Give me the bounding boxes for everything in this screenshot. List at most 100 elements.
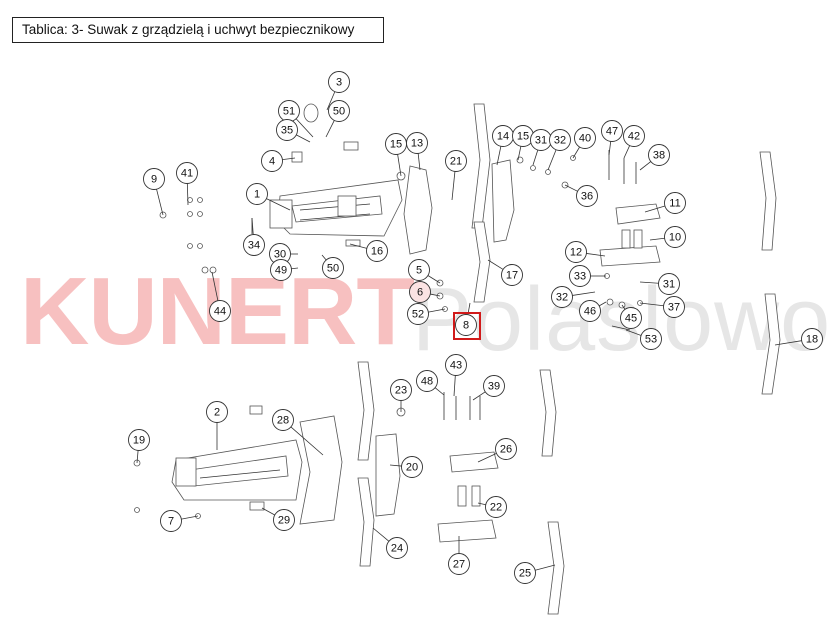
upper-frame xyxy=(269,179,403,237)
leader-line xyxy=(623,145,631,159)
callout-22[interactable]: 22 xyxy=(485,496,507,518)
callout-16[interactable]: 16 xyxy=(366,240,388,262)
highlighted-part-frame xyxy=(453,312,481,340)
callout-43[interactable]: 43 xyxy=(445,354,467,376)
callout-number: 42 xyxy=(628,131,640,143)
callout-34[interactable]: 34 xyxy=(243,234,265,256)
callout-26[interactable]: 26 xyxy=(495,438,517,460)
callout-52[interactable]: 52 xyxy=(407,303,429,325)
callout-circle xyxy=(206,401,228,423)
callout-38[interactable]: 38 xyxy=(648,144,670,166)
table-title: Tablica: 3- Suwak z grządzielą i uchwyt … xyxy=(12,17,384,43)
callout-25[interactable]: 25 xyxy=(514,562,536,584)
callout-4[interactable]: 4 xyxy=(261,150,283,172)
callout-20[interactable]: 20 xyxy=(401,456,423,478)
leader-line xyxy=(251,217,254,235)
callout-19[interactable]: 19 xyxy=(128,429,150,451)
callout-13[interactable]: 13 xyxy=(406,132,428,154)
leader-line xyxy=(598,301,607,307)
callout-circle xyxy=(390,379,412,401)
callout-15[interactable]: 15 xyxy=(385,133,407,155)
callout-51[interactable]: 51 xyxy=(278,100,300,122)
callout-36[interactable]: 36 xyxy=(576,185,598,207)
callout-3[interactable]: 3 xyxy=(328,71,350,93)
callout-41[interactable]: 41 xyxy=(176,162,198,184)
callout-5[interactable]: 5 xyxy=(408,259,430,281)
callout-27[interactable]: 27 xyxy=(448,553,470,575)
callout-number: 35 xyxy=(281,125,293,137)
beam-25a xyxy=(539,369,557,457)
callout-10[interactable]: 10 xyxy=(664,226,686,248)
callout-number: 45 xyxy=(625,313,637,325)
callout-37[interactable]: 37 xyxy=(663,296,685,318)
callout-23[interactable]: 23 xyxy=(390,379,412,401)
callout-53[interactable]: 53 xyxy=(640,328,662,350)
callout-circle xyxy=(549,129,571,151)
callout-1[interactable]: 1 xyxy=(246,183,268,205)
callout-42[interactable]: 42 xyxy=(623,125,645,147)
callout-32[interactable]: 32 xyxy=(551,286,573,308)
callout-31[interactable]: 31 xyxy=(658,273,680,295)
callout-12[interactable]: 12 xyxy=(565,241,587,263)
callout-circle xyxy=(648,144,670,166)
leader-line xyxy=(639,302,664,307)
callout-number: 20 xyxy=(406,462,418,474)
leader-line xyxy=(136,450,139,464)
callout-number: 8 xyxy=(463,320,469,332)
leader-line xyxy=(211,271,219,301)
callout-31[interactable]: 31 xyxy=(530,129,552,151)
callout-circle xyxy=(366,240,388,262)
callout-6[interactable]: 6 xyxy=(409,281,431,303)
callout-number: 1 xyxy=(254,189,260,201)
leader-line xyxy=(644,205,666,213)
callout-number: 40 xyxy=(579,133,591,145)
callout-circle xyxy=(551,286,573,308)
callout-circle xyxy=(601,120,623,142)
callout-32[interactable]: 32 xyxy=(549,129,571,151)
callout-28[interactable]: 28 xyxy=(272,409,294,431)
callout-number: 2 xyxy=(214,407,220,419)
callout-35[interactable]: 35 xyxy=(276,119,298,141)
callout-17[interactable]: 17 xyxy=(501,264,523,286)
leader-line xyxy=(290,426,324,456)
callout-46[interactable]: 46 xyxy=(579,300,601,322)
callout-29[interactable]: 29 xyxy=(273,509,295,531)
callout-11[interactable]: 11 xyxy=(664,192,686,214)
callout-49[interactable]: 49 xyxy=(270,259,292,281)
leader-line xyxy=(472,391,486,401)
callout-circle xyxy=(579,300,601,322)
callout-47[interactable]: 47 xyxy=(601,120,623,142)
leader-line xyxy=(326,91,336,111)
callout-circle xyxy=(409,281,431,303)
callout-48[interactable]: 48 xyxy=(416,370,438,392)
callout-9[interactable]: 9 xyxy=(143,168,165,190)
callout-number: 21 xyxy=(450,156,462,168)
callout-50[interactable]: 50 xyxy=(328,100,350,122)
callout-number: 13 xyxy=(411,138,423,150)
callout-44[interactable]: 44 xyxy=(209,300,231,322)
callout-14[interactable]: 14 xyxy=(492,125,514,147)
callout-circle xyxy=(273,509,295,531)
leader-line xyxy=(477,502,486,506)
callout-circle xyxy=(386,537,408,559)
callout-circle xyxy=(176,162,198,184)
callout-40[interactable]: 40 xyxy=(574,127,596,149)
callout-circle xyxy=(455,314,477,336)
callout-number: 14 xyxy=(497,131,509,143)
callout-50[interactable]: 50 xyxy=(322,257,344,279)
callout-circle xyxy=(272,409,294,431)
callout-21[interactable]: 21 xyxy=(445,150,467,172)
callout-24[interactable]: 24 xyxy=(386,537,408,559)
callout-39[interactable]: 39 xyxy=(483,375,505,397)
callout-number: 16 xyxy=(371,246,383,258)
callout-30[interactable]: 30 xyxy=(269,243,291,265)
callout-2[interactable]: 2 xyxy=(206,401,228,423)
callout-18[interactable]: 18 xyxy=(801,328,823,350)
callout-45[interactable]: 45 xyxy=(620,307,642,329)
callout-15[interactable]: 15 xyxy=(512,125,534,147)
callout-33[interactable]: 33 xyxy=(569,265,591,287)
callout-8[interactable]: 8 xyxy=(455,314,477,336)
beam-18b xyxy=(761,293,781,395)
beam-14 xyxy=(471,103,491,229)
callout-7[interactable]: 7 xyxy=(160,510,182,532)
